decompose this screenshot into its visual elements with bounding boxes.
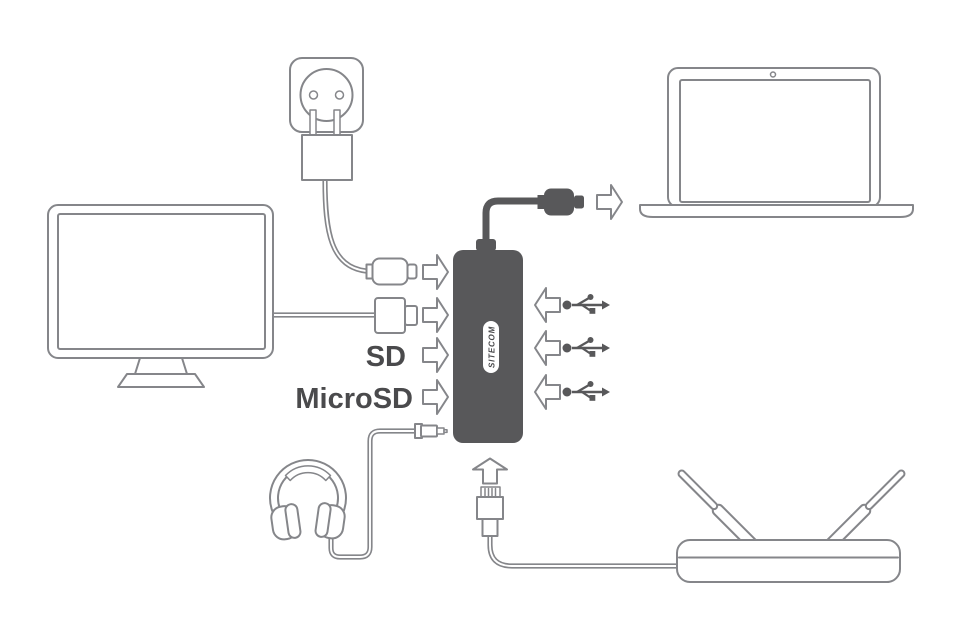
- arrow-usb-to-hub-icon: [534, 330, 561, 366]
- brand-logo: SITECOM: [488, 326, 497, 368]
- arrow-ethernet-to-hub-icon: [472, 457, 508, 485]
- laptop-base: [639, 204, 914, 218]
- usb-symbol-icon: [561, 379, 612, 402]
- router-body: [676, 539, 901, 583]
- arrow-usb-to-hub-icon: [534, 374, 561, 410]
- headphones-icon: [269, 428, 416, 560]
- arrow-microsd-to-hub-icon: [422, 379, 449, 415]
- router-icon: [676, 469, 906, 583]
- arrow-hub-to-laptop-icon: [596, 184, 623, 220]
- webcam-icon: [769, 71, 777, 78]
- adapter-body: [301, 134, 353, 181]
- monitor-stand-base: [117, 373, 205, 388]
- video-plug-icon: [374, 297, 418, 334]
- usb-port-row: [534, 287, 612, 323]
- ethernet-plug-icon: [476, 486, 680, 569]
- usb-port-row: [534, 374, 612, 410]
- monitor-stand-neck: [134, 357, 188, 375]
- ear-cup: [270, 503, 302, 541]
- monitor-icon: [47, 204, 376, 388]
- usb-symbol-icon: [561, 335, 612, 358]
- power-cable: [322, 179, 367, 274]
- monitor-screen: [57, 213, 266, 350]
- ear-cup: [314, 502, 346, 540]
- usb-symbol-icon: [561, 292, 612, 315]
- arrow-usb-to-hub-icon: [534, 287, 561, 323]
- microsd-label: MicroSD: [295, 383, 413, 415]
- hub-usb-cable: [482, 197, 542, 250]
- laptop-icon: [639, 67, 914, 218]
- power-adapter-icon: [301, 109, 367, 274]
- ethernet-cable: [487, 535, 680, 569]
- sd-label: SD: [366, 341, 406, 373]
- arrow-power-to-hub-icon: [422, 254, 449, 290]
- brand-pill: [483, 321, 499, 373]
- plug-prong: [333, 109, 341, 138]
- plug-prong: [309, 109, 317, 138]
- laptop-screen: [679, 79, 871, 203]
- usb-c-plug-icon: [537, 188, 584, 216]
- wall-socket-icon: [289, 57, 364, 133]
- audio-jack-icon: [414, 423, 448, 439]
- usb-port-row: [534, 330, 612, 366]
- power-usb-c-plug-icon: [365, 257, 418, 286]
- arrow-monitor-to-hub-icon: [422, 297, 449, 333]
- arrow-sd-to-hub-icon: [422, 337, 449, 373]
- usb-hub-icon: SITECOM: [453, 188, 584, 443]
